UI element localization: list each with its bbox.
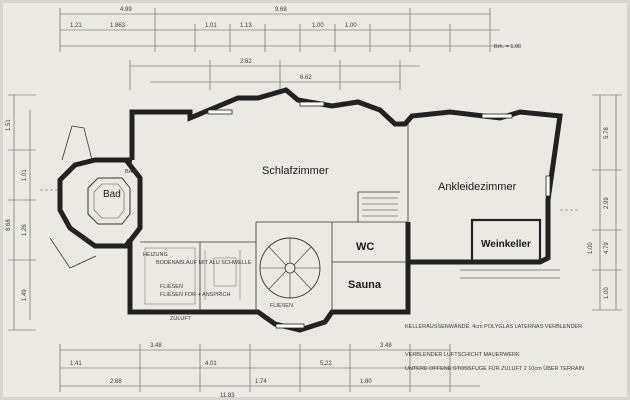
label-fliesen-treppe: FLIESEN: [270, 303, 293, 309]
dim-bottom-8: 1.80: [360, 379, 372, 385]
staircase: [259, 237, 321, 299]
heizung-details: [144, 247, 241, 305]
dim-right-5: 1.00: [604, 287, 610, 299]
note-verblender: VERBLENDER LUFTSCHICHT MAUERWERK: [405, 352, 520, 358]
dim-bottom-6: 5.22: [320, 361, 332, 367]
label-bad: Bad: [103, 189, 121, 200]
note-keller: KELLERAUSSENWÄNDE: 4cm POLYGLAS LATERNAS…: [405, 323, 582, 330]
windows: [207, 101, 551, 329]
building-walls: [57, 87, 563, 333]
top-dimension-lines: 4.99 9.68 1.21 1.863 1.01 1.13 1.00 1.00…: [59, 7, 520, 90]
note-zuluft: ZULUFT: [170, 316, 192, 322]
dim-top-4: 1.863: [110, 23, 126, 29]
dim-left-5: 1.49: [22, 289, 28, 301]
label-sauna: Sauna: [348, 279, 382, 291]
dim-top-9: 2.62: [240, 59, 252, 65]
dim-bottom-2: 3.48: [380, 343, 392, 349]
reference-lines: [40, 189, 580, 211]
label-ankleidezimmer: Ankleidezimmer: [438, 181, 517, 193]
note-fuge: UNTERE OFFENE STOSSFUGE FÜR ZULUFT 2 10c…: [405, 365, 584, 372]
dim-right-1: 5.78: [604, 127, 610, 139]
dim-bottom-4: 2.88: [110, 379, 122, 385]
dim-bottom-3: 1.41: [70, 361, 82, 367]
dim-left-1: 1.51: [6, 119, 12, 131]
dim-top-6: 1.13: [240, 23, 252, 29]
dim-bottom-7: 1.74: [255, 379, 267, 385]
note-window: Brh. = 1.00: [494, 44, 521, 50]
dim-right-3: 1.00: [588, 242, 594, 254]
dim-left-4: 1.26: [22, 224, 28, 236]
dim-top-7: 1.00: [312, 23, 324, 29]
dim-top-8: 1.00: [345, 23, 357, 29]
label-fliesen-vorraum: FLIESEN: [160, 284, 183, 290]
right-dimension-lines: 5.78 2.99 1.00 4.79 1.00: [588, 94, 622, 311]
note-heizung: BODENABLAUF MIT ALU SCHWELLE: [156, 260, 252, 266]
label-weinkeller: Weinkeller: [481, 239, 531, 250]
wc-entry-steps: [362, 197, 398, 217]
note-bad: BAD: [125, 169, 136, 175]
dim-top-2: 9.68: [275, 7, 287, 13]
dim-right-4: 4.79: [604, 242, 610, 254]
dim-top-5: 1.01: [205, 23, 217, 29]
bad-fixtures: [49, 125, 131, 269]
dim-bottom-5: 4.01: [205, 361, 217, 367]
note-fliesen-vorraum: FLIESEN FOR + ANSPRICH: [160, 292, 230, 298]
lower-right-steps: [460, 269, 560, 279]
dim-left-3: 1.01: [22, 169, 28, 181]
dim-right-2: 2.99: [604, 197, 610, 209]
bottom-dimension-lines: 3.48 3.48 1.41 2.88 4.01 5.22 1.74 1.80 …: [59, 343, 480, 399]
dim-bottom-1: 3.48: [150, 343, 162, 349]
dim-left-2: 8.68: [6, 219, 12, 231]
dim-bottom-9: 11.83: [220, 393, 235, 399]
dim-top-10: 6.62: [300, 75, 312, 81]
dim-top-1: 4.99: [120, 7, 132, 13]
left-dimension-lines: 1.51 8.68 1.01 1.26 1.49: [6, 94, 36, 331]
label-schlafzimmer: Schlafzimmer: [262, 165, 329, 177]
label-wc: WC: [356, 241, 374, 253]
label-heizung: HEIZUNG: [143, 252, 168, 258]
dim-top-3: 1.21: [70, 23, 82, 29]
